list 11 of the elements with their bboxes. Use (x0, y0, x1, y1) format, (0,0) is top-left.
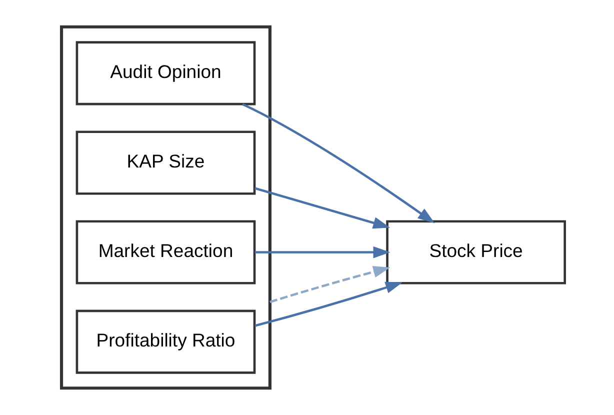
node-box: Stock Price (386, 220, 566, 284)
arrow (254, 246, 390, 258)
node-box: Market Reaction (76, 220, 256, 284)
node-box: Profitability Ratio (76, 310, 256, 374)
node-box: KAP Size (76, 130, 256, 195)
node-box: Audit Opinion (76, 41, 256, 106)
arrow (270, 266, 390, 304)
arrow (242, 103, 435, 224)
arrow (254, 187, 390, 229)
arrow (254, 282, 403, 327)
cluster (60, 25, 272, 390)
